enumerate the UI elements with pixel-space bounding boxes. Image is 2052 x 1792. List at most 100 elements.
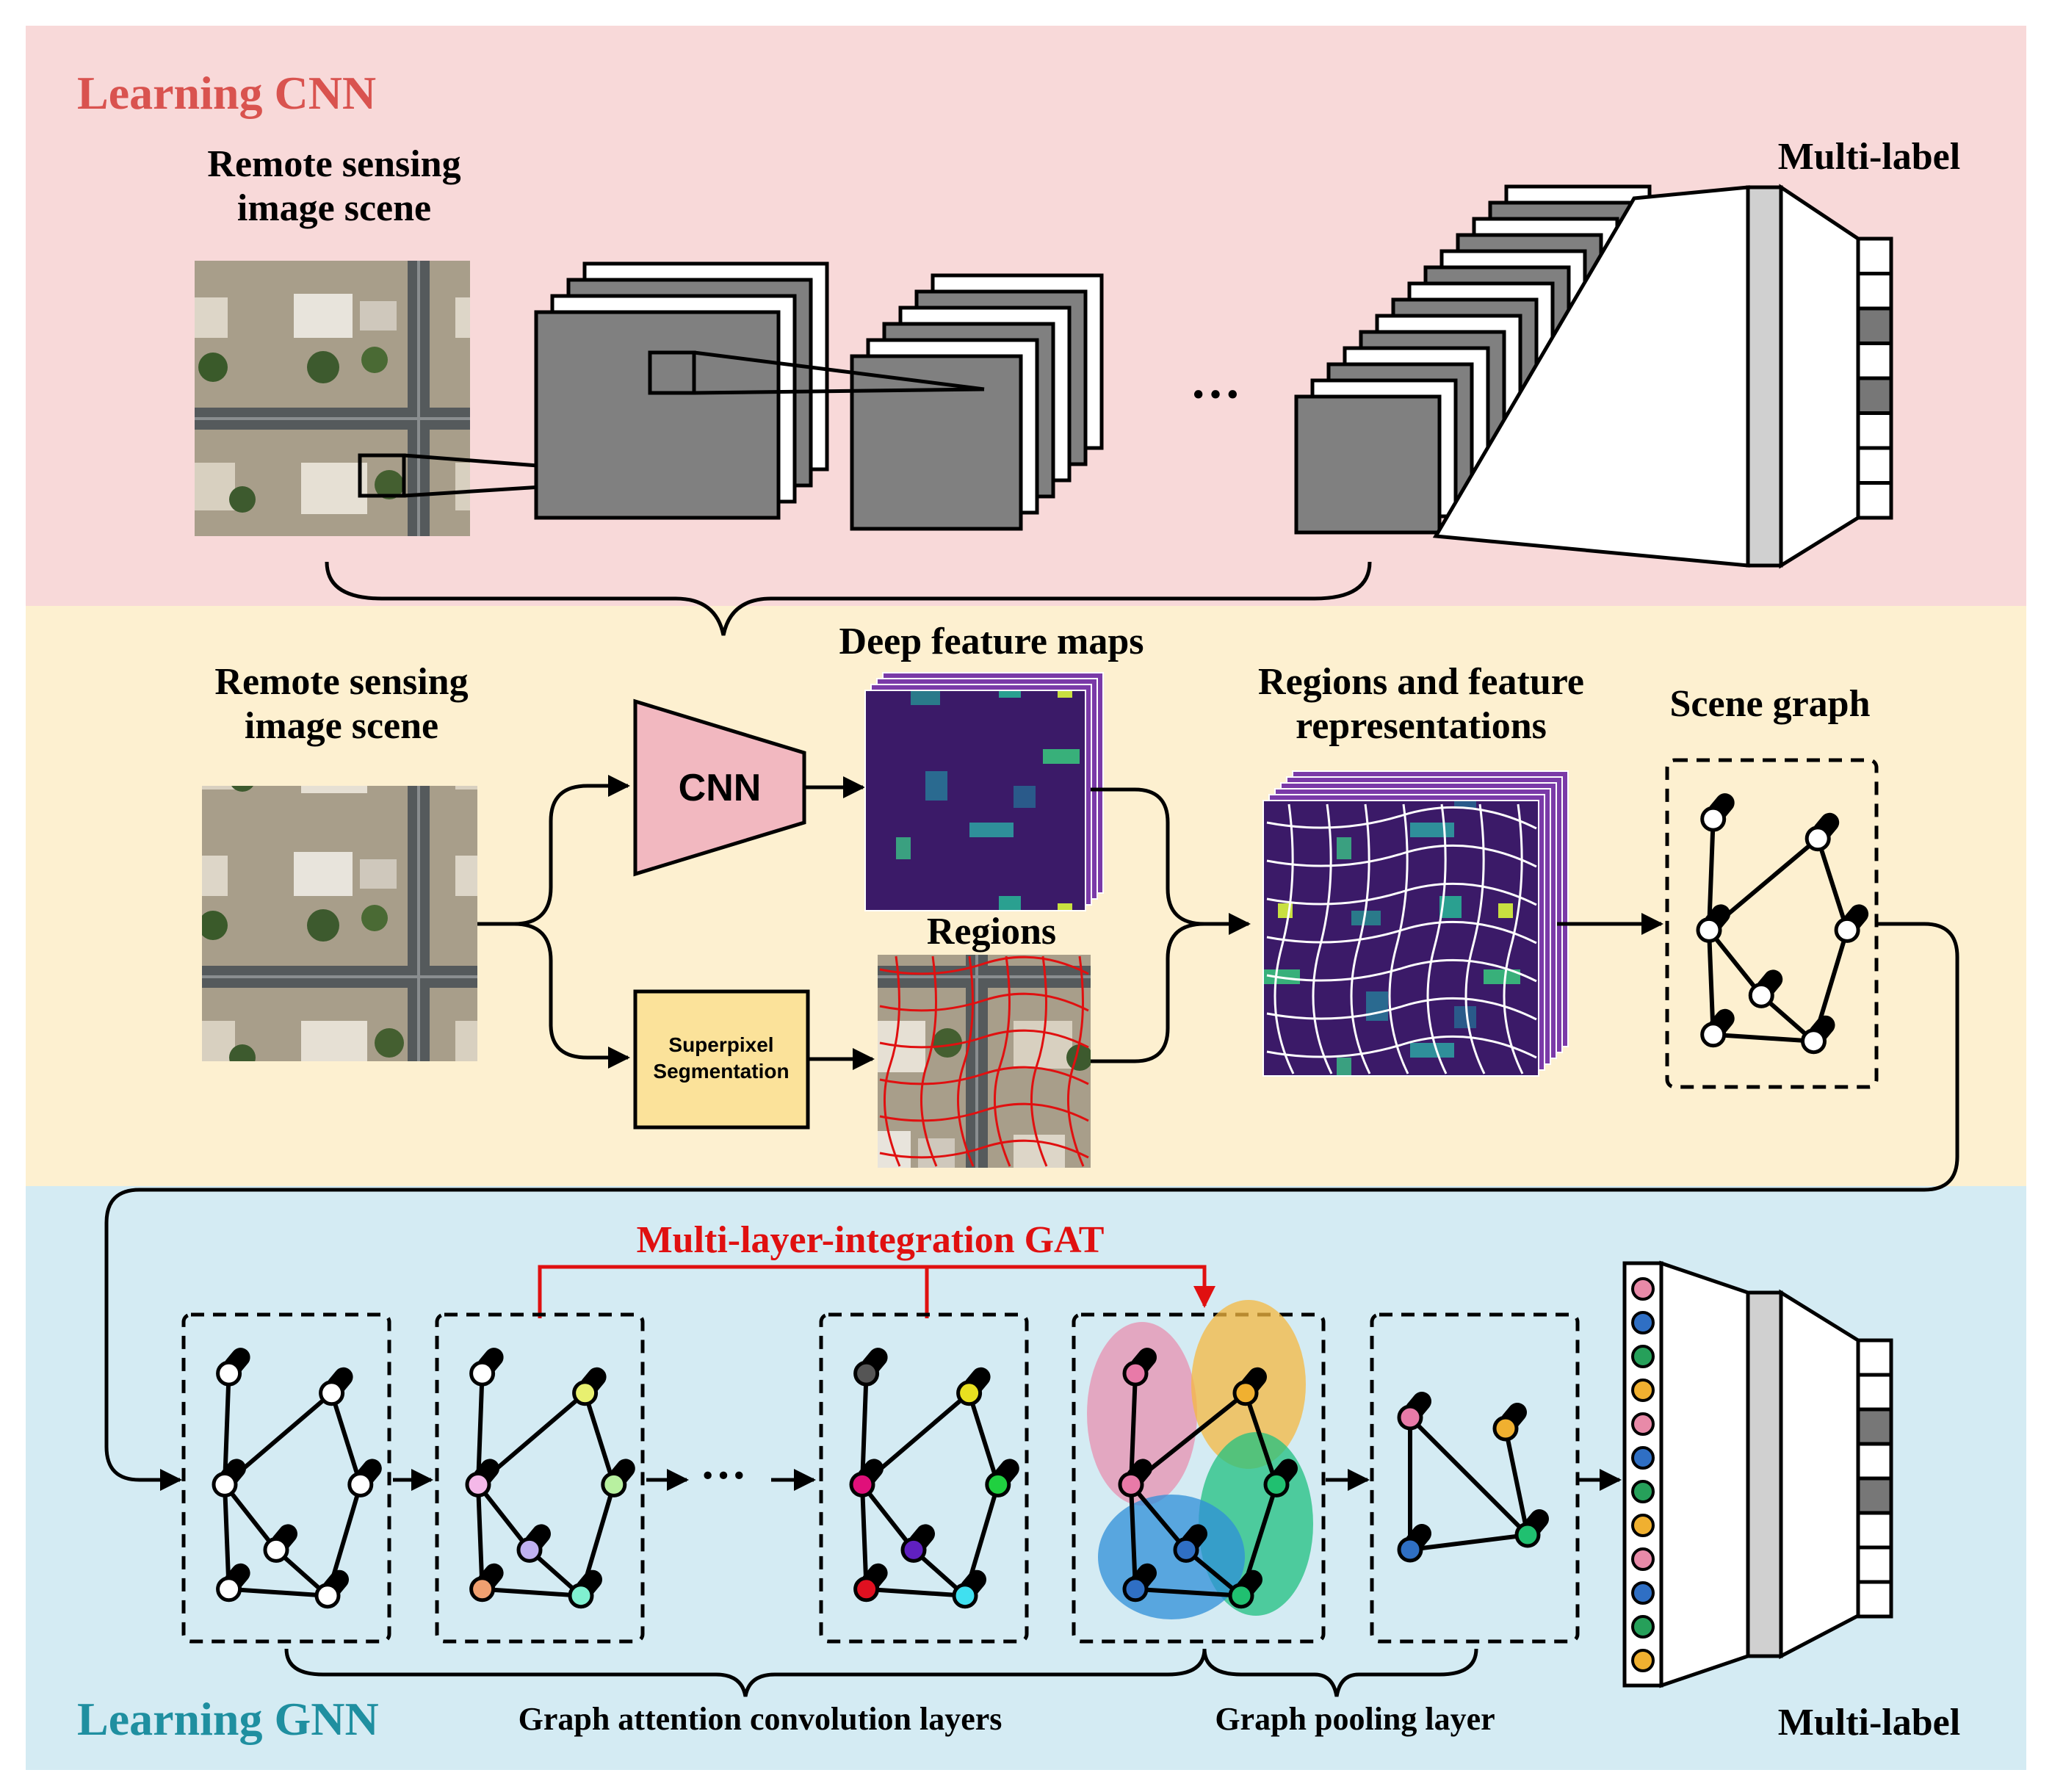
feature-dot	[1631, 1379, 1655, 1402]
receptive-field-line	[693, 387, 985, 395]
graph-edge	[860, 1373, 869, 1485]
arrow-to-superpixel	[513, 922, 630, 1069]
graph-node	[1232, 1380, 1259, 1406]
graph-node	[314, 1583, 341, 1609]
label-cell	[1856, 481, 1893, 520]
graph-edge	[476, 1484, 485, 1589]
feature-dot	[1631, 1514, 1655, 1537]
pool-layer-brace	[1202, 1648, 1478, 1697]
deep-feature-maps-label: Deep feature maps	[839, 621, 1144, 662]
arrow-scene-to-gnn	[104, 922, 1959, 1491]
arrow-to-cnn	[477, 775, 630, 926]
superpixel-label-line2: Segmentation	[653, 1060, 789, 1083]
pooled-node	[1492, 1415, 1519, 1442]
graph-edge	[1707, 930, 1716, 1035]
graph-node	[900, 1536, 927, 1563]
label-cell	[1856, 1373, 1893, 1412]
feature-dot	[1631, 1446, 1655, 1470]
feature-map-stack-1	[534, 261, 829, 520]
graph-edge	[223, 1484, 231, 1589]
label-cell	[1856, 1511, 1893, 1550]
regions-label: Regions	[927, 911, 1056, 953]
graph-node	[1700, 806, 1727, 832]
superpixel-red-boundary	[879, 955, 1089, 1167]
label-cell	[1856, 1407, 1893, 1446]
scene-graph	[1696, 793, 1869, 1055]
graph-edge	[223, 1483, 278, 1552]
graph-node	[469, 1360, 496, 1387]
cnn-multilabel-vector	[1856, 236, 1893, 520]
graph-node	[1696, 917, 1722, 943]
regions-feature-label-line2: representations	[1296, 705, 1547, 747]
graph-node	[568, 1583, 594, 1609]
graph-edge	[1713, 1032, 1814, 1044]
graph-node	[1748, 982, 1774, 1008]
pooled-node	[1397, 1536, 1423, 1563]
graph-node	[1122, 1360, 1149, 1387]
pooled-edge	[1408, 1415, 1530, 1537]
label-cell	[1856, 1476, 1893, 1515]
graph-edge	[329, 1392, 363, 1486]
gat-label: Multi-layer-integration GAT	[637, 1219, 1105, 1261]
pooled-edge	[1409, 1533, 1528, 1552]
graph-edge	[1129, 1373, 1138, 1485]
graph-node	[1118, 1471, 1144, 1497]
gnn-node-feature-dots	[1631, 1277, 1655, 1672]
region-boundary-lines	[1266, 803, 1537, 1074]
conv-layers-brace	[284, 1648, 1207, 1697]
graph-node	[1834, 917, 1860, 943]
graph-node	[1228, 1583, 1254, 1609]
graph-layer-box	[819, 1312, 1029, 1644]
graph-pool-box	[1072, 1312, 1326, 1644]
cnn-brace	[325, 561, 1372, 636]
graph-edge	[1129, 1484, 1138, 1589]
graph-node	[601, 1471, 627, 1497]
graph-node	[465, 1471, 491, 1497]
label-cell	[1856, 1545, 1893, 1584]
graph-node	[212, 1471, 238, 1497]
superpixel-block	[633, 989, 810, 1130]
gnn-fc-left	[1659, 1260, 1750, 1688]
feature-map-layer	[1294, 394, 1442, 535]
feature-dot	[1631, 1547, 1655, 1571]
graph-edge	[1816, 837, 1849, 931]
label-cell	[1856, 342, 1893, 380]
pool-layer-label: Graph pooling layer	[1215, 1701, 1495, 1737]
graph-node	[956, 1380, 983, 1406]
superpixel-boundaries	[879, 955, 1089, 1167]
receptive-field-line	[693, 350, 985, 391]
region-feature-layer	[1262, 800, 1539, 1077]
graph-node	[572, 1380, 599, 1406]
graph-node	[216, 1360, 242, 1387]
feature-dot	[1631, 1412, 1655, 1436]
graph-node	[1173, 1536, 1199, 1563]
feature-dot	[1631, 1345, 1655, 1368]
graph-edge	[967, 1392, 1000, 1486]
graph-edge	[223, 1373, 231, 1485]
learning-gnn-title: Learning GNN	[77, 1693, 379, 1745]
superpixel-label-line1: Superpixel	[668, 1033, 773, 1056]
graph-edge	[860, 1484, 869, 1589]
cnn-input-caption-line2: image scene	[237, 187, 431, 229]
graph-layer-box	[181, 1312, 391, 1644]
graph-node	[1263, 1471, 1290, 1497]
regions-image	[878, 955, 1091, 1168]
label-cell	[1856, 306, 1893, 345]
deep-feature-map-stack	[864, 672, 1104, 911]
graph-edge	[482, 1586, 582, 1598]
label-cell	[1856, 446, 1893, 485]
graph-node	[516, 1536, 543, 1563]
feature-map-layer	[534, 310, 781, 520]
graph-edge	[476, 1373, 485, 1485]
pooled-node	[1397, 1404, 1423, 1431]
graph-edge	[1243, 1392, 1279, 1486]
feature-dot	[1631, 1581, 1655, 1605]
graph-layer-box	[435, 1312, 645, 1644]
graph-node	[853, 1360, 880, 1387]
graph-node	[319, 1380, 345, 1406]
pooled-edge	[1503, 1428, 1530, 1536]
graph-node	[853, 1576, 880, 1603]
graph-node	[1122, 1576, 1149, 1603]
fc-connection-right	[1779, 184, 1860, 569]
